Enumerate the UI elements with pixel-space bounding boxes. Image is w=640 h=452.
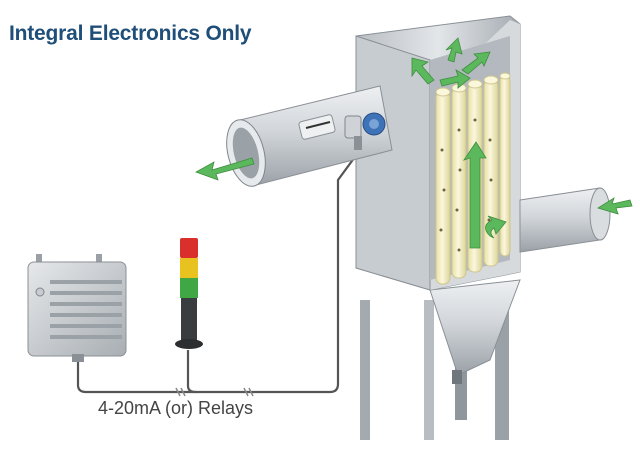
cable-break-marks [175,387,254,397]
stack-light-icon [175,238,203,349]
control-unit-icon [27,254,127,362]
outlet-duct [226,85,393,187]
sensor-probe-icon [344,112,386,150]
signal-cable [76,149,361,394]
beacon-cable [186,350,197,394]
collector-hopper [429,279,521,376]
inlet-duct [519,187,611,253]
airflow-arrow-icon [195,37,633,249]
connection-label: 4-20mA (or) Relays [98,398,254,418]
page-title: Integral Electronics Only [9,22,252,45]
